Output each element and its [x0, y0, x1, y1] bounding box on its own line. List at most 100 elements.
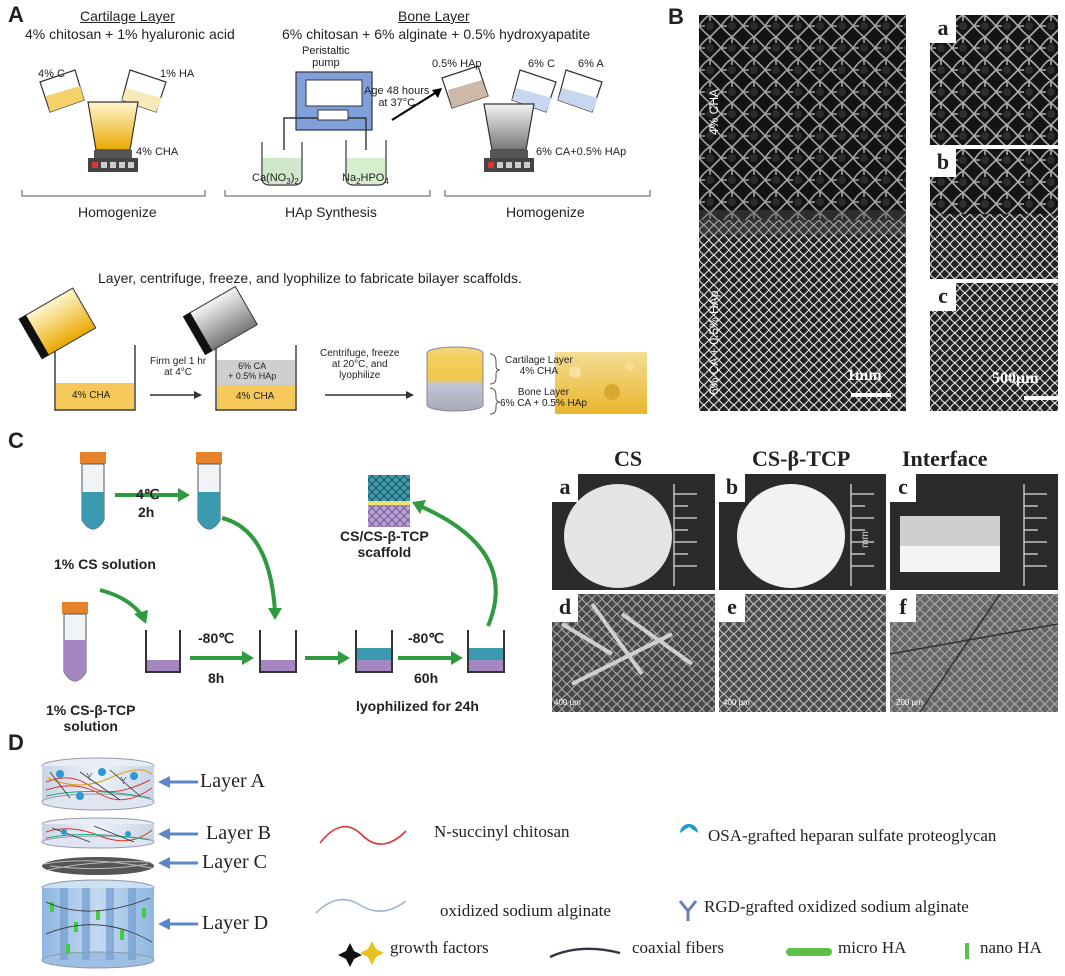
tube-cs-icon [80, 452, 106, 530]
panel-label-b: B [668, 4, 684, 29]
mixing-vessel-icon [87, 101, 139, 151]
label-firm-gel: Firm gel 1 hr at 4°C [150, 356, 207, 378]
sem-label-d: d [552, 594, 578, 622]
sem-f: f 200 µm [890, 594, 1058, 712]
label-layer-d: Layer D [202, 912, 269, 934]
layer-d-icon [41, 879, 155, 969]
photo-label-b: b [719, 474, 745, 502]
tube-cstcp-icon [62, 602, 88, 682]
label-4c-temp: 4℃ [136, 486, 160, 502]
layer-sentence: Layer, centrifuge, freeze, and lyophiliz… [98, 270, 522, 286]
sem-label-b: b [930, 149, 956, 177]
legend-micro-ha: micro HA [838, 938, 907, 957]
layer-c-icon [42, 857, 154, 875]
label-layer-b: Layer B [206, 822, 271, 844]
cartilage-layer-title: Cartilage Layer [80, 8, 175, 24]
label-minus80-a: -80℃ [198, 630, 234, 646]
label-0-5-hap: 0.5% HAp [432, 58, 482, 70]
label-2h: 2h [138, 504, 155, 520]
beaker-1-icon [145, 630, 181, 673]
label-6ca-hap: 6% CA+0.5% HAp [536, 146, 627, 158]
label-b-4cha: 4% CHA [707, 88, 721, 135]
osa-heparan-icon [680, 824, 698, 833]
col-header-cstcp: CS-β-TCP [752, 446, 851, 471]
pouring-cup-1-icon [18, 287, 97, 360]
mixing-vessel-2-icon [483, 103, 535, 151]
label-60h: 60h [414, 670, 439, 686]
sem-label-a: a [930, 15, 956, 43]
label-hap-synthesis: HAp Synthesis [285, 204, 377, 220]
bone-layer-title: Bone Layer [398, 8, 470, 24]
panel-label-c: C [8, 428, 24, 453]
col-header-cs: CS [614, 446, 643, 471]
label-6ca-top: 6% CA + 0.5% HAp [228, 361, 277, 381]
legend-oxidized-alginate: oxidized sodium alginate [440, 901, 611, 920]
oxidized-alginate-icon [315, 898, 407, 914]
coaxial-fibers-icon [549, 947, 621, 959]
sem-label-e: e [719, 594, 745, 622]
label-na2hpo4: Na2HPO4 [342, 172, 389, 187]
legend-nano-ha: nano HA [980, 938, 1042, 957]
sem-image-a: a [930, 15, 1058, 145]
label-cha-bottom: 4% CHA [236, 391, 275, 402]
panel-c-diagram: 4℃ 2h 1% CS solution 1% CS-β-TCP solutio… [0, 440, 540, 734]
beaker-3-icon [355, 630, 393, 673]
bilayer-cylinder-icon [426, 353, 484, 412]
col-header-interface: Interface [902, 446, 988, 471]
label-mold-cha: 4% CHA [72, 390, 111, 401]
label-b-6ca-hap: 6% CA + 0.5% HAp [707, 290, 721, 395]
legend-n-succinyl-chitosan: N-succinyl chitosan [434, 822, 570, 841]
label-6c: 6% C [528, 58, 555, 70]
label-6a: 6% A [578, 58, 604, 70]
growth-factors-icon [338, 941, 384, 967]
photo-b: b mm [719, 474, 886, 590]
photo-a: a [552, 474, 715, 590]
label-1ha: 1% HA [160, 68, 195, 80]
sem-bilayer-image: 1mm 4% CHA 6% CA + 0.5% HAp [699, 15, 906, 411]
panel-a: Cartilage Layer 4% chitosan + 1% hyaluro… [0, 0, 660, 420]
label-scaffold: CS/CS-β-TCP scaffold [340, 528, 429, 560]
panel-label-a: A [8, 2, 24, 27]
scale-bar-1mm: 1mm [847, 367, 882, 384]
mold-2-icon [215, 345, 297, 411]
sem-image-b: b [930, 149, 1058, 279]
sem-label-f: f [890, 594, 916, 622]
sem-e: e 400 µm [719, 594, 886, 712]
beaker-2-icon [259, 630, 297, 673]
photo-label-a: a [552, 474, 578, 502]
label-bone-layer: Bone Layer 6% CA + 0.5% HAp [500, 387, 587, 409]
scaffold-icon [368, 475, 410, 527]
label-4c: 4% C [38, 68, 65, 80]
label-cano3: Ca(NO3)2 [252, 172, 299, 187]
legend-rgd-alginate: RGD-grafted oxidized sodium alginate [704, 897, 969, 916]
svg-text:Y: Y [86, 772, 93, 783]
legend-osa-heparan: OSA-grafted heparan sulfate proteoglycan [708, 826, 997, 845]
scale-bar-500um: 500µm [992, 370, 1039, 387]
sem-d: d 400 µm [552, 594, 715, 712]
beaker-4-icon [467, 630, 505, 673]
legend-symbols [315, 824, 969, 967]
beaker-4c-icon [39, 69, 85, 113]
label-centrifuge: Centrifuge, freeze at 20°C, and lyophili… [320, 348, 400, 381]
cartilage-layer-subtitle: 4% chitosan + 1% hyaluronic acid [25, 26, 235, 42]
scale-bar-d: 400 µm [554, 698, 581, 707]
panel-label-d: D [8, 730, 24, 755]
mm-label: mm [859, 531, 871, 548]
rgd-alginate-icon [678, 900, 698, 921]
n-succinyl-chitosan-icon [319, 825, 407, 845]
sem-image-c: c 500µm [930, 283, 1058, 411]
label-4cha: 4% CHA [136, 146, 179, 158]
arrow-icon [391, 89, 441, 121]
label-cs-solution: 1% CS solution [54, 556, 156, 572]
svg-text:Y: Y [120, 776, 127, 787]
scale-bar-e: 400 µm [723, 698, 750, 707]
label-cartilage-layer: Cartilage Layer 4% CHA [505, 355, 573, 377]
label-layer-c: Layer C [202, 851, 267, 873]
sem-label-c: c [930, 283, 956, 311]
mold-1-icon [54, 345, 136, 411]
legend-growth-factors: growth factors [390, 938, 489, 957]
bone-layer-subtitle: 6% chitosan + 6% alginate + 0.5% hydroxy… [282, 26, 591, 42]
layer-b-icon [41, 817, 155, 849]
